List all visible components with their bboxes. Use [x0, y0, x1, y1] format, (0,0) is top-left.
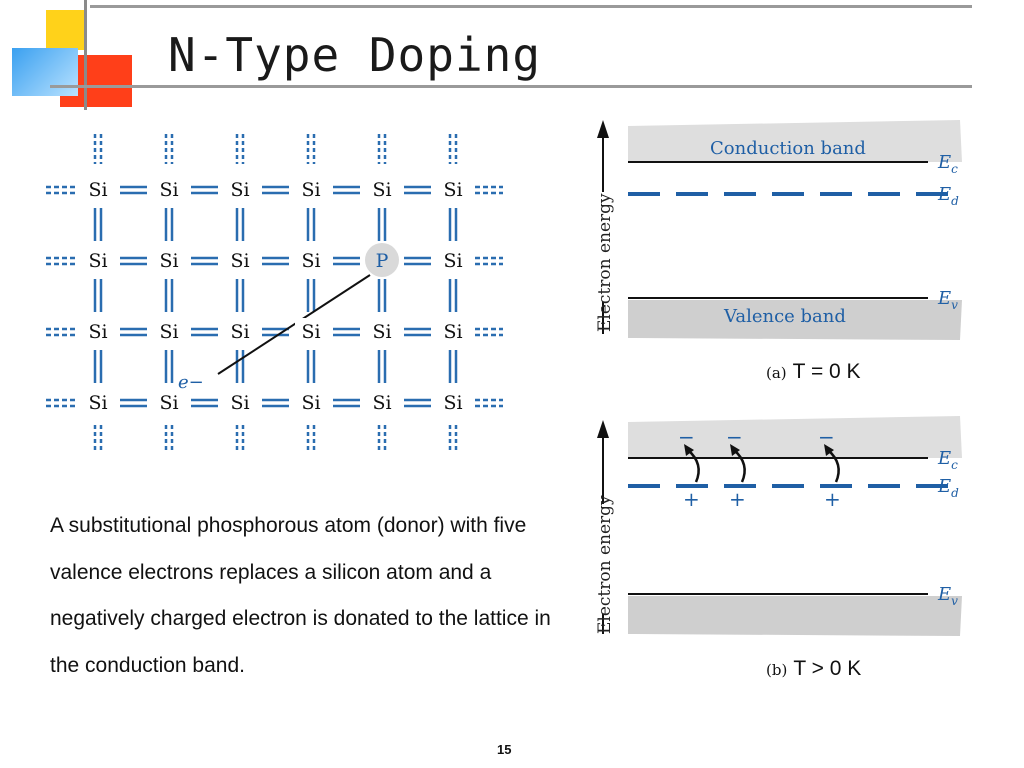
band-diagram-a: Electron energy Conduction band Valence … — [594, 120, 962, 340]
si-atom-label: Si — [230, 392, 249, 414]
si-atom-label: Si — [159, 179, 178, 201]
ed-subscript: d — [951, 486, 959, 500]
conduction-band-region — [628, 416, 962, 458]
excitation-arrow-3-head-icon — [824, 444, 834, 456]
electron-label: e− — [178, 372, 204, 393]
si-atom-label: Si — [159, 392, 178, 414]
si-atom-label: Si — [301, 250, 320, 272]
si-atom-label: Si — [230, 321, 249, 343]
ec-subscript: c — [951, 162, 958, 176]
slide-title: N-Type Doping — [168, 28, 542, 82]
donor-atom-label: P — [376, 250, 389, 272]
energy-axis-arrow-icon — [597, 120, 609, 138]
valence-band-label: Valence band — [723, 306, 846, 327]
ed-subscript: d — [951, 194, 959, 208]
ev-subscript: v — [951, 594, 958, 608]
si-atom-label: Si — [443, 392, 462, 414]
excitation-arrow-1-head-icon — [684, 444, 694, 456]
si-atom-label: Si — [301, 179, 320, 201]
conduction-band-region — [628, 120, 962, 162]
si-atom-label: Si — [443, 179, 462, 201]
si-atom-label: Si — [372, 179, 391, 201]
ec-label: E — [937, 448, 951, 469]
ev-label: E — [937, 288, 951, 309]
donor-atom-circle — [365, 243, 399, 277]
si-atom-label: Si — [88, 321, 107, 343]
si-atom-label: Si — [372, 321, 391, 343]
caption-b-tag: (b) — [766, 661, 788, 679]
si-atom-label: Si — [230, 179, 249, 201]
ed-label: E — [937, 184, 951, 205]
si-atom-label: Si — [88, 392, 107, 414]
ec-label: E — [937, 152, 951, 173]
si-atom-label: Si — [443, 250, 462, 272]
valence-band-region — [628, 596, 962, 636]
svg-text:Ed: Ed — [937, 184, 959, 208]
decor-blue-square — [12, 48, 78, 96]
si-atom-label: Si — [230, 250, 249, 272]
energy-axis-label: Electron energy — [595, 193, 615, 332]
page-number: 15 — [497, 742, 512, 757]
si-atom-label: Si — [88, 250, 107, 272]
svg-text:Ed: Ed — [937, 476, 959, 500]
ion-2: + — [729, 487, 746, 511]
caption-a-text: T = 0 K — [792, 360, 861, 383]
body-text: A substitutional phosphorous atom (donor… — [50, 514, 551, 677]
si-atom-label: Si — [159, 250, 178, 272]
si-atom-label: Si — [301, 392, 320, 414]
decor-vertical-line — [84, 0, 87, 110]
decor-top-line — [90, 5, 972, 8]
svg-text:Ec: Ec — [937, 448, 958, 472]
ev-label: E — [937, 584, 951, 605]
caption-a: (a) T = 0 K — [766, 360, 861, 384]
caption-b-text: T > 0 K — [793, 657, 862, 680]
si-atom-label: Si — [301, 321, 320, 343]
electron-path-line — [217, 274, 371, 375]
energy-axis-label: Electron energy — [595, 495, 615, 634]
svg-text:Ec: Ec — [937, 152, 958, 176]
energy-axis-arrow-icon — [597, 420, 609, 438]
si-atom-label: Si — [159, 321, 178, 343]
band-diagram-b: Electron energy − − − + + + Ec Ed Ev — [594, 416, 962, 636]
si-atom-label: Si — [443, 321, 462, 343]
si-atom-label: Si — [88, 179, 107, 201]
caption-a-tag: (a) — [766, 364, 787, 382]
decor-yellow-square — [46, 10, 84, 50]
ec-subscript: c — [951, 458, 958, 472]
caption-b: (b) T > 0 K — [766, 657, 861, 681]
ev-subscript: v — [951, 298, 958, 312]
svg-text:Ev: Ev — [937, 584, 958, 608]
ion-1: + — [683, 487, 700, 511]
valence-band-region — [628, 300, 962, 340]
conduction-band-label: Conduction band — [710, 138, 866, 159]
electron-1: − — [678, 425, 695, 449]
si-atom-label: Si — [372, 392, 391, 414]
svg-text:Ev: Ev — [937, 288, 958, 312]
electron-3: − — [818, 425, 835, 449]
decor-title-underline — [50, 85, 972, 88]
ion-3: + — [824, 487, 841, 511]
ed-label: E — [937, 476, 951, 497]
electron-2: − — [726, 425, 743, 449]
excitation-arrow-2-head-icon — [730, 444, 740, 456]
